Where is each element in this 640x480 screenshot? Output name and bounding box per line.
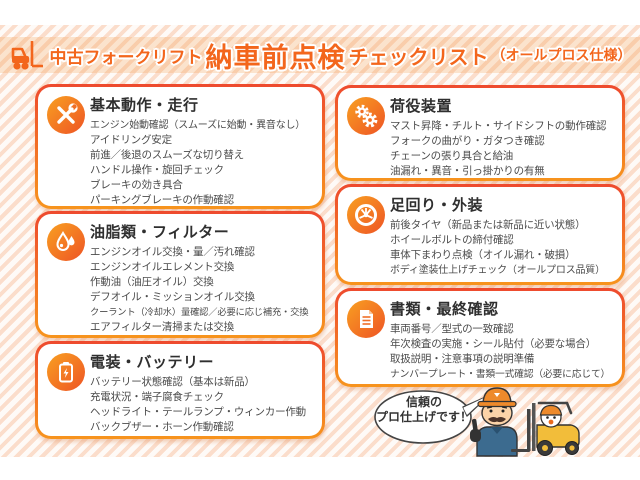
checklist-item: 車体下まわり点検（オイル漏れ・破損） [390,249,576,261]
title-note: （オールプロス仕様） [491,47,632,63]
checklist-item: 年次検査の実施・シール貼付（必要な場合） [390,338,596,350]
checklist: 前後タイヤ（新品または新品に近い状態） ホイールボルトの締付確認 車体下まわり点… [390,218,614,278]
bottom-margin [0,457,640,480]
card-title: 荷役装置 [390,98,453,115]
mascot-illustration: 信頼の プロ仕上げです！ [365,383,620,458]
checklist-item: エンジンオイルエレメント交換 [90,261,235,273]
checklist-item: パーキングブレーキの作動確認 [90,194,234,206]
mini-forklift [511,401,580,456]
title-prefix: 中古フォークリフト [49,47,203,67]
checklist-item: バッテリー状態確認（基本は新品） [90,376,255,388]
gears-icon [347,97,385,135]
card-title: 書類・最終確認 [390,301,499,318]
card-docs: 書類・最終確認 車両番号／型式の一致確認 年次検査の実施・シール貼付（必要な場合… [335,288,625,387]
card-under: 足回り・外装 前後タイヤ（新品または新品に近い状態） ホイールボルトの締付確認 … [335,184,625,285]
bubble-line-2: プロ仕上げです！ [375,410,472,424]
checklist-item: 前後タイヤ（新品または新品に近い状態） [390,219,586,231]
checklist-item: マスト昇降・チルト・サイドシフトの動作確認 [390,120,607,132]
checklist-item: 作動油（油圧オイル）交換 [90,276,214,288]
checklist-item: エアフィルター清掃または交換 [90,321,234,333]
checklist-item: ナンバープレート・書類一式確認（必要に応じて） [390,369,611,380]
title-suffix: チェックリスト [348,46,489,69]
card-title: 電装・バッテリー [90,354,215,371]
document-icon [347,300,385,338]
tire-icon [347,196,385,234]
checklist: エンジン始動確認（スムーズに始動・異音なし） アイドリング安定 前進／後退のスム… [90,118,314,208]
oil-drop-icon [47,223,85,261]
checklist: エンジンオイル交換・量／汚れ確認 エンジンオイルエレメント交換 作動油（油圧オイ… [90,245,314,335]
card-title: 油脂類・フィルター [90,224,230,241]
checklist-item: 車両番号／型式の一致確認 [390,323,514,335]
card-title: 基本動作・走行 [90,97,199,114]
checklist-item: ハンドル操作・旋回チェック [90,164,224,176]
checklist-item: エンジンオイル交換・量／汚れ確認 [90,246,255,258]
checklist-item: 油漏れ・異音・引っ掛かりの有無 [390,165,545,177]
checklist-item: 取扱説明・注意事項の説明準備 [390,353,535,365]
battery-icon [47,353,85,391]
card-loading: 荷役装置 マスト昇降・チルト・サイドシフトの動作確認 フォークの曲がり・ガタつき… [335,85,625,181]
checklist-item: クーラント（冷却水）量確認／必要に応じ補充・交換 [90,307,309,317]
page-title: 中古フォークリフト 納車前点検 チェックリスト （オールプロス仕様） [0,33,640,77]
checklist-item: ホイールボルトの締付確認 [390,234,514,246]
checklist-item: ヘッドライト・テールランプ・ウィンカー作動 [90,406,306,418]
tools-icon [47,96,85,134]
checklist-item: ブレーキの効き具合 [90,179,183,191]
checklist-item: デフオイル・ミッションオイル交換 [90,291,255,303]
checklist: マスト昇降・チルト・サイドシフトの動作確認 フォークの曲がり・ガタつき確認 チェ… [390,119,614,179]
checklist-item: 充電状況・端子腐食チェック [90,391,224,403]
checklist: バッテリー状態確認（基本は新品） 充電状況・端子腐食チェック ヘッドライト・テー… [90,375,314,435]
checklist-item: バックブザー・ホーン作動確認 [90,421,234,433]
card-electric: 電装・バッテリー バッテリー状態確認（基本は新品） 充電状況・端子腐食チェック … [35,341,325,439]
worker-character [470,387,518,457]
checklist-item: 前進／後退のスムーズな切り替え [90,149,244,161]
bubble-line-1: 信頼の [405,395,442,409]
top-margin [0,0,640,25]
card-oil: 油脂類・フィルター エンジンオイル交換・量／汚れ確認 エンジンオイルエレメント交… [35,211,325,338]
card-title: 足回り・外装 [390,197,484,214]
checklist-item: チェーンの張り具合と給油 [390,150,514,162]
card-basic: 基本動作・走行 エンジン始動確認（スムーズに始動・異音なし） アイドリング安定 … [35,84,325,209]
forklift-icon [9,38,45,72]
mascot-drawing [374,387,580,457]
checklist-item: エンジン始動確認（スムーズに始動・異音なし） [90,120,306,131]
header-band [0,37,640,73]
title-main: 納車前点検 [205,42,346,73]
checklist-item: フォークの曲がり・ガタつき確認 [390,135,545,147]
speech-bubble: 信頼の プロ仕上げです！ [375,395,473,425]
checklist-item: アイドリング安定 [90,134,172,146]
checklist: 車両番号／型式の一致確認 年次検査の実施・シール貼付（必要な場合） 取扱説明・注… [390,322,614,382]
checklist-item: ボディ塗装仕上げチェック（オールプロス品質） [390,265,605,276]
